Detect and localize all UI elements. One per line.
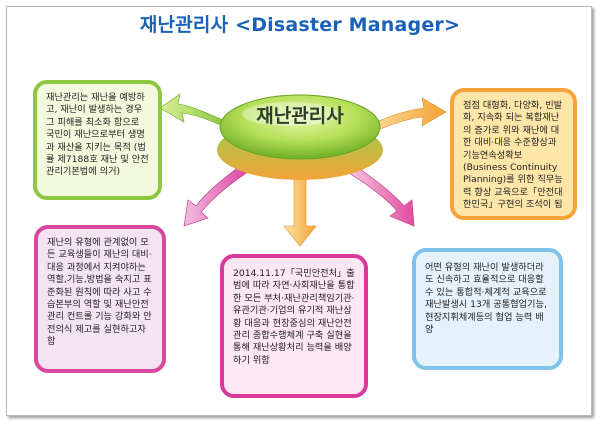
box-capability-text: 어떤 유형의 재난이 발생하더라도 신속하고 효율적으로 대응할 수 있는 통합… [425,262,547,336]
arrow-to-bottom-left [183,159,255,227]
center-label: 재난관리사 [256,105,344,127]
box-background: 2014.11.17「국민안전처」출범에 따라 자연·사회재난을 통합한 모든 … [220,254,368,398]
box-necessity-text: 점점 대형화, 다양화, 빈발화, 지속화 되는 복합재난의 증가로 위와 재난… [463,100,563,211]
box-background-text: 2014.11.17「국민안전처」출범에 따라 자연·사회재난을 통합한 모든 … [233,268,355,366]
box-purpose-text: 재난관리는 재난을 예방하고, 재난이 발생하는 경우 그 피해를 최소화 함으… [46,92,149,178]
box-role-text: 재난의 유형에 관계없이 모든 교육생들이 재난의 대비·대응 과정에서 지켜야… [47,237,152,348]
box-necessity: 점점 대형화, 다양화, 빈발화, 지속화 되는 복합재난의 증가로 위와 재난… [450,88,577,220]
arrow-to-bottom-right [343,161,415,227]
arrow-to-top-right [361,97,447,137]
box-role: 재난의 유형에 관계없이 모든 교육생들이 재난의 대비·대응 과정에서 지켜야… [34,225,166,373]
page-title: 재난관리사 <Disaster Manager> [139,14,461,36]
box-purpose: 재난관리는 재난을 예방하고, 재난이 발생하는 경우 그 피해를 최소화 함으… [33,80,162,200]
box-capability: 어떤 유형의 재난이 발생하더라도 신속하고 효율적으로 대응할 수 있는 통합… [412,248,563,370]
arrow-to-bottom-middle [283,177,317,247]
center-ellipse [217,94,383,180]
